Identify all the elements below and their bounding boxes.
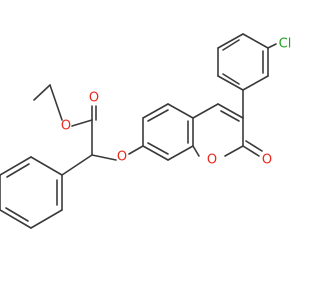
pyrone-ring: [192, 103, 244, 157]
aryl-ether-link: [128, 145, 144, 155]
bond: [222, 73, 240, 85]
bond: [167, 103, 194, 119]
bond: [242, 75, 269, 91]
bond: [245, 140, 263, 152]
chlorine-link: [267, 43, 277, 49]
bond: [142, 145, 169, 161]
bond: [224, 145, 244, 157]
bond: [0, 209, 32, 229]
bond: [5, 207, 29, 222]
bond: [33, 84, 51, 101]
bond: [30, 209, 63, 229]
bond: [242, 145, 260, 157]
bond: [217, 103, 244, 119]
ethyl-group: [33, 84, 63, 121]
bond: [91, 154, 117, 161]
bond: [142, 103, 169, 119]
bond: [49, 84, 63, 121]
lactone-carbonyl: [242, 140, 263, 157]
bond: [6, 163, 30, 178]
bond: [222, 39, 240, 51]
bond: [217, 75, 244, 91]
bond: [192, 145, 200, 157]
bond: [192, 103, 219, 119]
oxygen-lactone-carbonyl-label: O: [262, 153, 272, 168]
bond: [30, 156, 63, 176]
coumarin-benzene-ring: [142, 103, 194, 161]
chlorine-label: Cl: [279, 37, 292, 52]
bond: [0, 156, 32, 176]
oxygen-aryl-ether-label: O: [117, 150, 127, 165]
bond: [242, 33, 269, 49]
bond: [61, 154, 93, 176]
bond: [147, 109, 169, 122]
ester-group: [71, 105, 97, 156]
bond: [267, 43, 277, 49]
chlorophenyl-ring: [217, 33, 269, 91]
bond: [167, 145, 194, 161]
molecule-canvas: O O O O O Cl: [0, 33, 292, 229]
bond: [71, 119, 93, 127]
phenyl-ring: [0, 156, 63, 229]
bond: [128, 145, 144, 155]
bond: [220, 110, 240, 122]
bond: [217, 33, 244, 49]
alpha-carbon: [61, 154, 117, 176]
oxygen-ester-carbonyl-label: O: [89, 91, 99, 106]
oxygen-ester-ether-label: O: [61, 119, 71, 134]
bond: [147, 142, 169, 155]
molecule-structure: O O O O O Cl: [0, 33, 292, 229]
oxygen-ring-label: O: [207, 153, 217, 168]
